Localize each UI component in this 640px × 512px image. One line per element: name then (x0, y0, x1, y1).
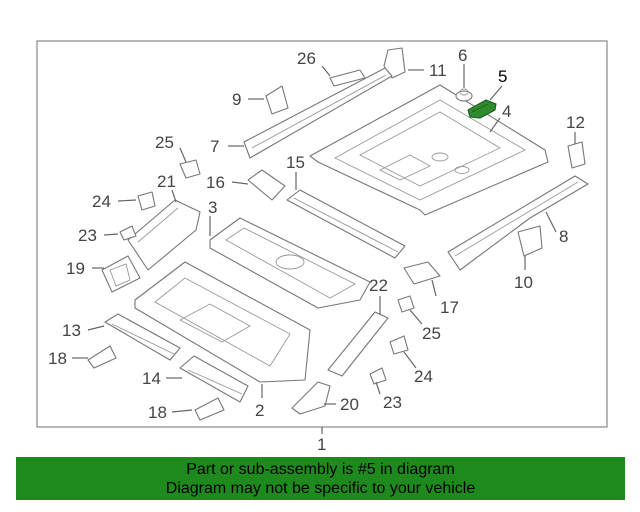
part-21-side-member[interactable] (127, 199, 201, 271)
callout-18-upper: 18 (48, 349, 67, 368)
callout-6: 6 (458, 46, 467, 65)
callout-25-lower: 25 (422, 324, 441, 343)
part-7-crossmember[interactable] (243, 67, 393, 159)
part-14-rail[interactable] (179, 355, 249, 403)
part-9-bracket[interactable] (265, 85, 289, 115)
leader-lines (72, 64, 576, 413)
part-18-upper-bracket[interactable] (87, 345, 117, 369)
callout-4: 4 (502, 102, 511, 121)
part-24-upper-clip[interactable] (137, 191, 156, 211)
part-23-upper-clip[interactable] (119, 225, 137, 241)
callout-2: 2 (255, 401, 264, 420)
callout-24-lower: 24 (414, 367, 433, 386)
part-18-lower-bracket[interactable] (194, 397, 225, 421)
part-5-bracket[interactable] (467, 99, 497, 119)
callout-25-upper: 25 (155, 133, 174, 152)
callout-8: 8 (559, 227, 568, 246)
part-25-upper-clip[interactable] (179, 159, 201, 179)
part-11-bracket[interactable] (383, 47, 406, 79)
callout-16: 16 (206, 173, 225, 192)
callout-3: 3 (208, 198, 217, 217)
callout-18-lower: 18 (148, 403, 167, 422)
callout-11: 11 (429, 61, 447, 80)
part-12-bracket[interactable] (567, 141, 586, 169)
part-22-reinforcement[interactable] (327, 311, 389, 377)
callout-23-upper: 23 (78, 226, 97, 245)
callout-26: 26 (297, 49, 316, 68)
part-24-lower-clip[interactable] (389, 335, 409, 355)
callout-13: 13 (62, 321, 81, 340)
part-3-center-floor-pan[interactable] (209, 217, 371, 309)
callout-20: 20 (340, 395, 359, 414)
part-19-bracket[interactable] (101, 255, 141, 293)
callout-22: 22 (369, 276, 388, 295)
part-6-grommet[interactable] (455, 88, 473, 102)
part-10-bracket[interactable] (517, 225, 543, 257)
part-8-side-rail[interactable] (447, 175, 589, 271)
part-13-rail[interactable] (104, 313, 181, 361)
part-4-rear-floor-pan[interactable] (309, 84, 549, 216)
callout-17: 17 (440, 298, 459, 317)
callout-14: 14 (142, 369, 161, 388)
part-15-crossmember[interactable] (286, 189, 406, 259)
callout-21: 21 (157, 172, 176, 191)
callout-24-upper: 24 (92, 192, 111, 211)
part-2-front-floor-pan[interactable] (134, 261, 311, 383)
callout-1: 1 (317, 435, 326, 454)
parts-diagram: 26 11 6 5 9 4 12 25 7 15 16 21 24 3 23 8… (36, 40, 608, 454)
callout-19: 19 (66, 259, 85, 278)
part-20-bracket[interactable] (291, 381, 331, 415)
part-17-bracket[interactable] (403, 261, 441, 285)
callout-10: 10 (514, 273, 533, 292)
callout-12: 12 (566, 113, 585, 132)
callout-7: 7 (210, 137, 219, 156)
part-23-lower-clip[interactable] (369, 367, 387, 385)
callout-23-lower: 23 (383, 393, 402, 412)
callout-9: 9 (232, 90, 241, 109)
part-25-lower-clip[interactable] (397, 295, 415, 313)
banner-line-2: Diagram may not be specific to your vehi… (165, 480, 476, 497)
banner-line-1: Part or sub-assembly is #5 in diagram (186, 461, 455, 478)
part-16-bracket[interactable] (247, 169, 286, 201)
callout-5: 5 (498, 67, 507, 86)
info-banner: Part or sub-assembly is #5 in diagram Di… (16, 457, 625, 500)
callout-15: 15 (286, 153, 305, 172)
